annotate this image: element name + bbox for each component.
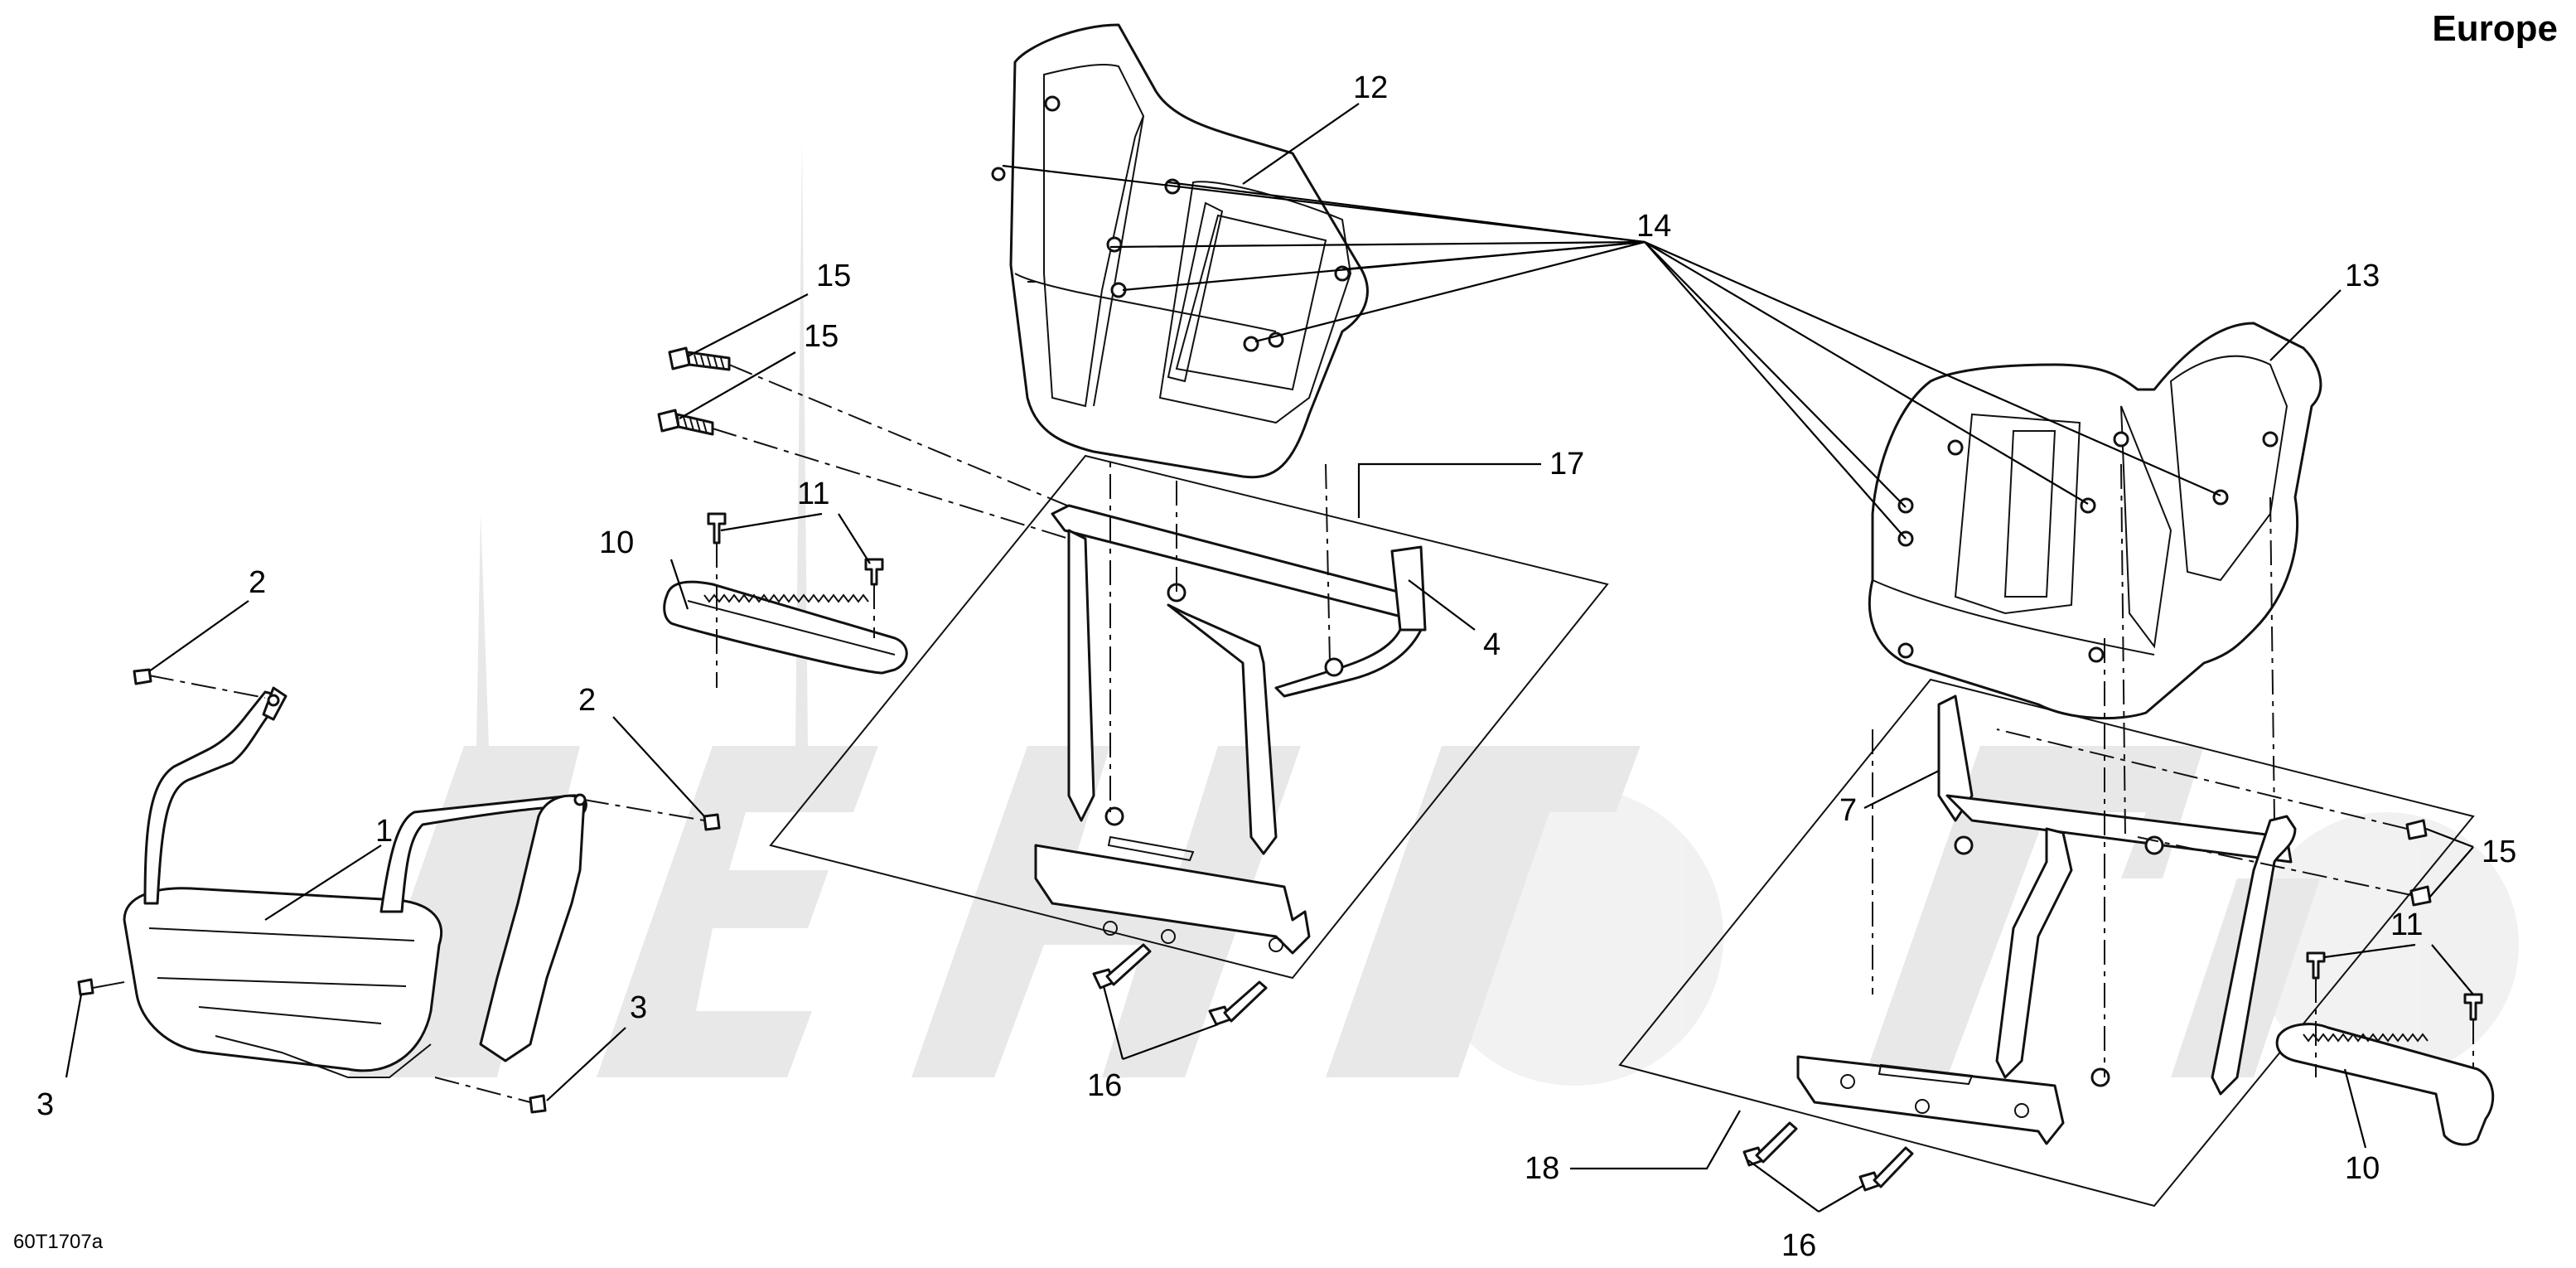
bolts-15-right [1996, 728, 2432, 907]
callout-1: 1 [375, 814, 393, 849]
leader-lines [65, 103, 2474, 1212]
callouts: 12 14 13 15 15 17 11 10 2 4 2 1 3 3 16 7… [36, 70, 2516, 1263]
footwell-guard-right [1868, 322, 2322, 720]
watermark [348, 141, 2519, 1086]
bolts-16-right [1742, 1121, 1914, 1192]
callout-4: 4 [1483, 627, 1501, 662]
footrest-right [2275, 1023, 2495, 1146]
figure-code: 60T1707a [13, 1231, 104, 1253]
bolt-15-left-a [668, 346, 1078, 511]
footrest-bracket-right [1618, 463, 2475, 1208]
callout-15-b: 15 [804, 319, 839, 354]
callout-18: 18 [1525, 1151, 1559, 1186]
bolts-16-left [1092, 943, 1268, 1026]
bolt-15-left-b [657, 409, 1070, 540]
callout-17: 17 [1549, 447, 1584, 482]
callout-3-b: 3 [630, 990, 647, 1025]
footwell-guard-left [991, 23, 1369, 479]
callout-7: 7 [1839, 793, 1857, 828]
callout-15-a: 15 [816, 259, 851, 293]
footrest-bracket-left [769, 431, 1609, 980]
bumper-assembly [123, 686, 587, 1078]
screw-3-left [77, 978, 125, 996]
callout-2-b: 2 [578, 683, 596, 718]
callout-3-a: 3 [36, 1087, 54, 1122]
callout-10-b: 10 [2345, 1151, 2380, 1186]
screw-11-left-a [707, 512, 727, 688]
callout-10-a: 10 [599, 525, 634, 560]
callout-11-b: 11 [2390, 907, 2423, 942]
callout-16-b: 16 [1781, 1228, 1816, 1263]
callout-12: 12 [1353, 70, 1388, 105]
callout-16-a: 16 [1087, 1068, 1122, 1103]
callout-13: 13 [2345, 259, 2380, 293]
callout-15-c: 15 [2482, 835, 2516, 869]
callout-2-a: 2 [249, 565, 266, 600]
footrest-left [663, 580, 908, 675]
screws-11-right [2306, 951, 2483, 1077]
screw-3-right [434, 1077, 547, 1114]
callout-11-a: 11 [797, 477, 829, 511]
callout-14: 14 [1636, 209, 1671, 244]
screw-2-right [583, 799, 721, 831]
screw-11-left-b [864, 558, 884, 638]
region-label: Europe [2432, 8, 2558, 49]
screw-2-left [133, 668, 266, 699]
